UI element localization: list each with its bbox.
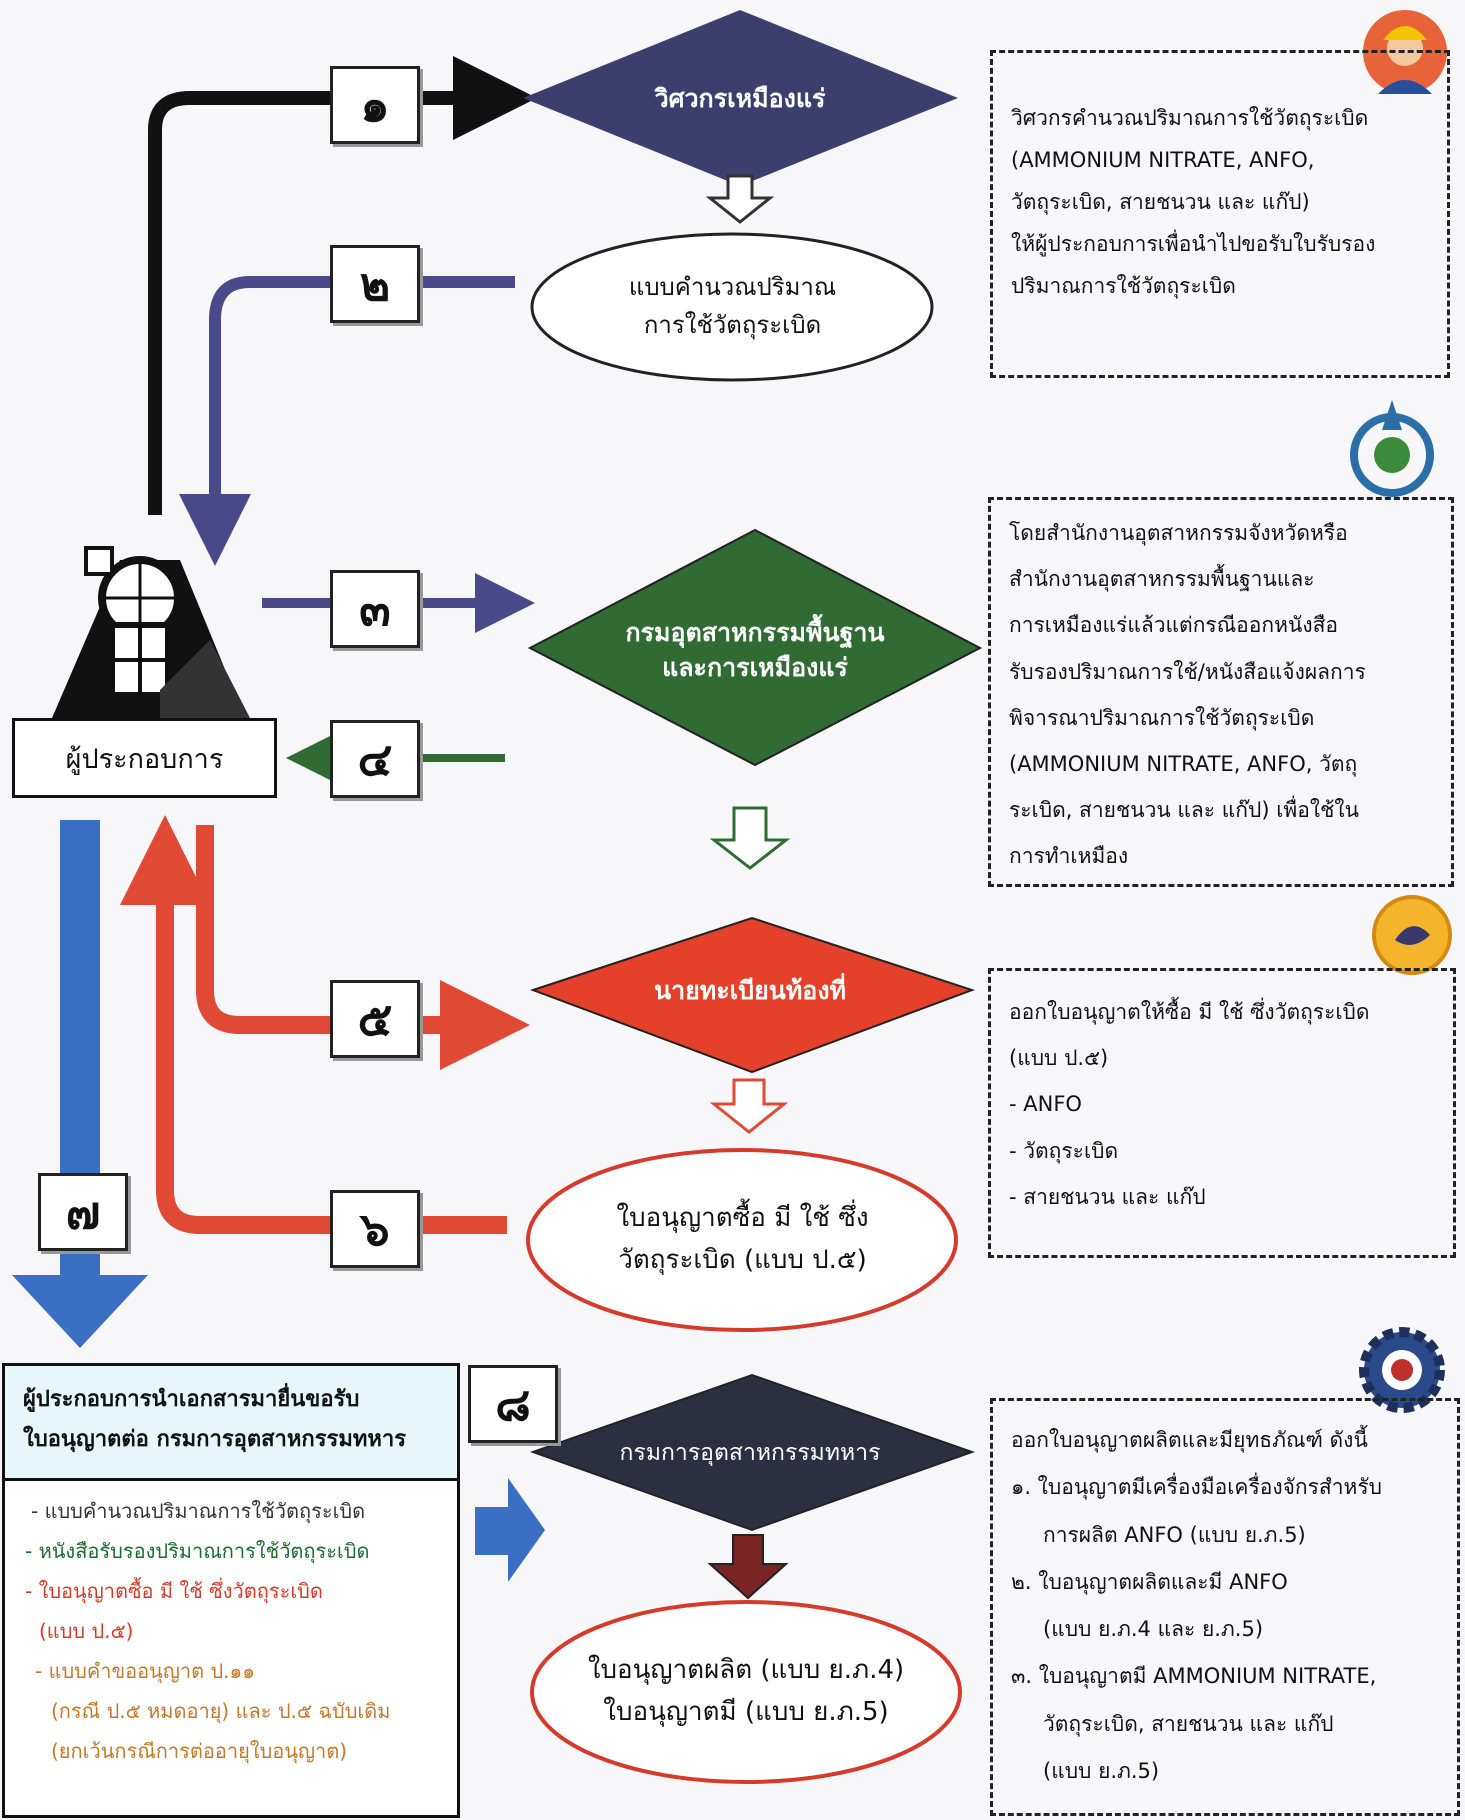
- submission-header-line1: ผู้ประกอบการนำเอกสารมายื่นขอรับ: [23, 1387, 360, 1412]
- connector-5: [196, 825, 530, 1070]
- submission-item: - แบบคำนวณปริมาณการใช้วัตถุระเบิด: [31, 1499, 366, 1523]
- step-5: ๕: [330, 980, 420, 1058]
- note-line: (แบบ ย.ภ.4 และ ย.ภ.5): [1043, 1617, 1264, 1641]
- note-line: การทำเหมือง: [1009, 844, 1129, 869]
- step-8: ๘: [468, 1365, 558, 1443]
- final-line2: ใบอนุญาตมี (แบบ ย.ภ.5): [603, 1697, 889, 1727]
- military-label: กรมการอุตสาหกรรมทหาร: [619, 1439, 881, 1466]
- registrar-diamond: [529, 916, 976, 1074]
- final-line1: ใบอนุญาตผลิต (แบบ ย.ภ.4): [587, 1655, 905, 1686]
- dpim-line2: และการเหมืองแร่: [662, 653, 848, 682]
- step-1: ๑: [330, 66, 420, 144]
- note-line: (แบบ ป.๕): [1009, 1046, 1109, 1071]
- dpim-label: กรมอุตสาหกรรมพื้นฐาน และการเหมืองแร่: [590, 600, 920, 700]
- submission-item: (แบบ ป.๕): [39, 1619, 134, 1643]
- note-line: ออกใบอนุญาตให้ซื้อ มี ใช้ ซึ่งวัตถุระเบิ…: [1009, 1000, 1370, 1024]
- permit-oval: [526, 1148, 958, 1332]
- note-line: วัตถุระเบิด, สายชนวน และ แก๊ป): [1011, 190, 1310, 214]
- submission-header: ผู้ประกอบการนำเอกสารมายื่นขอรับ ใบอนุญาต…: [2, 1363, 460, 1481]
- note-line: การผลิต ANFO (แบบ ย.ภ.5): [1043, 1522, 1306, 1547]
- note-line: - ANFO: [1009, 1092, 1082, 1117]
- note-line: โดยสำนักงานอุตสาหกรรมจังหวัดหรือ: [1009, 521, 1348, 545]
- submission-item: (ยกเว้นกรณีการต่ออายุใบอนุญาต): [51, 1739, 348, 1763]
- final-permit-oval: [530, 1600, 962, 1784]
- dpim-line1: กรมอุตสาหกรรมพื้นฐาน: [625, 618, 885, 647]
- registrar-note: ออกใบอนุญาตให้ซื้อ มี ใช้ ซึ่งวัตถุระเบิ…: [988, 968, 1456, 1258]
- note-line: วิศวกรคำนวณปริมาณการใช้วัตถุระเบิด: [1011, 106, 1369, 130]
- step-3: ๓: [330, 570, 420, 648]
- military-gear-icon: [1359, 1327, 1445, 1413]
- military-note: ออกใบอนุญาตผลิตและมียุทธภัณฑ์ ดังนี้ ๑. …: [990, 1398, 1460, 1816]
- submission-item: - หนังสือรับรองปริมาณการใช้วัตถุระเบิด: [25, 1539, 370, 1563]
- submission-item: - ใบอนุญาตซื้อ มี ใช้ ซึ่งวัตถุระเบิด: [25, 1579, 323, 1603]
- connector-1: [148, 56, 537, 515]
- note-line: (AMMONIUM NITRATE, ANFO,: [1011, 148, 1315, 172]
- dpim-emblem-icon: [1350, 400, 1434, 497]
- dpim-note: โดยสำนักงานอุตสาหกรรมจังหวัดหรือ สำนักงา…: [988, 497, 1454, 887]
- note-line: ปริมาณการใช้วัตถุระเบิด: [1011, 274, 1236, 298]
- note-line: การเหมืองแร่แล้วแต่กรณีออกหนังสือ: [1009, 613, 1338, 638]
- note-line: ออกใบอนุญาตผลิตและมียุทธภัณฑ์ ดังนี้: [1011, 1428, 1368, 1452]
- calc-form-line2: การใช้วัตถุระเบิด: [643, 311, 822, 339]
- engineer-label: วิศวกรเหมืองแร่: [654, 83, 826, 113]
- submission-list: - แบบคำนวณปริมาณการใช้วัตถุระเบิด - หนัง…: [2, 1481, 460, 1818]
- submission-item: (กรณี ป.๕ หมดอายุ) และ ป.๕ ฉบับเดิม: [51, 1699, 391, 1723]
- note-line: สำนักงานอุตสาหกรรมพื้นฐานและ: [1009, 567, 1315, 592]
- step-7: ๗: [38, 1173, 128, 1251]
- operator-box: ผู้ประกอบการ: [12, 718, 277, 798]
- note-line: ๑. ใบอนุญาตมีเครื่องมือเครื่องจักรสำหรับ: [1011, 1475, 1382, 1500]
- registrar-seal-icon: [1372, 895, 1452, 975]
- down-arrow-2: [709, 806, 791, 870]
- permit-line2: วัตถุระเบิด (แบบ ป.๕): [618, 1245, 867, 1275]
- down-arrow-3: [709, 1078, 789, 1134]
- dpim-diamond: [527, 528, 983, 767]
- note-line: รับรองปริมาณการใช้/หนังสือแจ้งผลการ: [1009, 659, 1366, 684]
- note-line: - วัตถุระเบิด: [1009, 1138, 1119, 1163]
- military-diamond: [530, 1373, 976, 1532]
- engineer-diamond: [523, 10, 958, 186]
- step-4: ๔: [330, 720, 420, 798]
- calc-form-oval: [530, 232, 934, 382]
- note-line: ระเบิด, สายชนวน และ แก๊ป) เพื่อใช้ใน: [1009, 798, 1359, 823]
- registrar-label: นายทะเบียนท้องที่: [653, 975, 847, 1005]
- final-permit-label: ใบอนุญาตผลิต (แบบ ย.ภ.4) ใบอนุญาตมี (แบบ…: [560, 1642, 932, 1742]
- note-line: ๒. ใบอนุญาตผลิตและมี ANFO: [1011, 1569, 1288, 1594]
- connector-6: [120, 815, 507, 1234]
- note-line: ให้ผู้ประกอบการเพื่อนำไปขอรับใบรับรอง: [1011, 232, 1376, 256]
- step-2: ๒: [330, 245, 420, 323]
- permit-label: ใบอนุญาตซื้อ มี ใช้ ซึ่ง วัตถุระเบิด (แบ…: [560, 1190, 925, 1290]
- submission-header-line2: ใบอนุญาตต่อ กรมการอุตสาหกรรมทหาร: [23, 1426, 407, 1452]
- note-line: ๓. ใบอนุญาตมี AMMONIUM NITRATE,: [1011, 1664, 1377, 1689]
- note-line: วัตถุระเบิด, สายชนวน และ แก๊ป: [1043, 1711, 1334, 1736]
- engineer-note: วิศวกรคำนวณปริมาณการใช้วัตถุระเบิด (AMMO…: [990, 50, 1450, 378]
- submission-arrow: [475, 1478, 545, 1582]
- submission-item: - แบบคำขออนุญาต ป.๑๑: [35, 1659, 255, 1683]
- note-line: พิจารณาปริมาณการใช้วัตถุระเบิด: [1009, 705, 1315, 730]
- calc-form-label: แบบคำนวณปริมาณ การใช้วัตถุระเบิด: [560, 256, 905, 356]
- mine-headframe-icon: [52, 546, 250, 718]
- step-6: ๖: [330, 1190, 420, 1268]
- connector-2: [179, 276, 515, 566]
- down-arrow-1: [705, 174, 775, 224]
- note-line: (AMMONIUM NITRATE, ANFO, วัตถุ: [1009, 751, 1358, 776]
- calc-form-line1: แบบคำนวณปริมาณ: [628, 272, 837, 301]
- note-line: (แบบ ย.ภ.5): [1043, 1758, 1160, 1783]
- down-arrow-4: [707, 1534, 789, 1600]
- note-line: - สายชนวน และ แก๊ป: [1009, 1184, 1206, 1209]
- connector-7-arrow: [12, 820, 148, 1348]
- permit-line1: ใบอนุญาตซื้อ มี ใช้ ซึ่ง: [616, 1203, 869, 1234]
